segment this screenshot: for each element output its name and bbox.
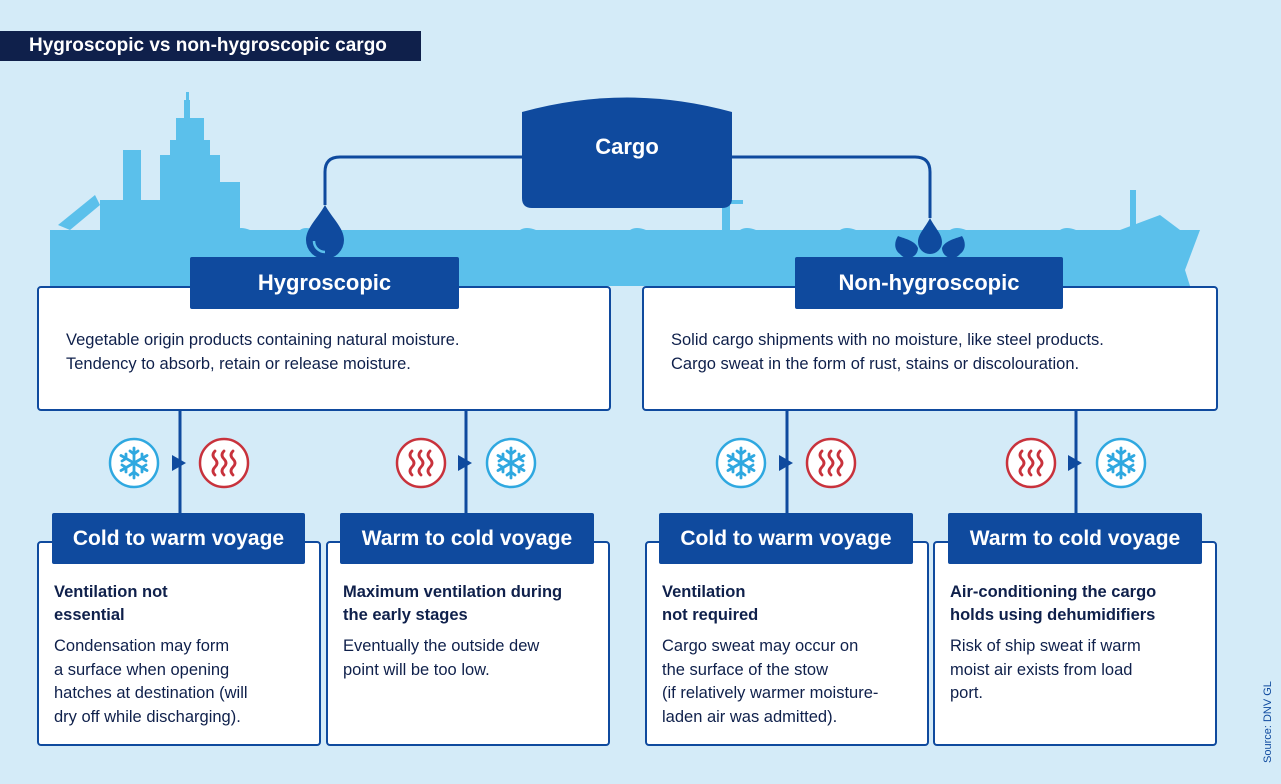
card-heading: Air-conditioning the cargo (950, 583, 1157, 601)
description-line: Cargo sweat in the form of rust, stains … (671, 355, 1080, 373)
card-text: laden air was admitted). (662, 707, 838, 726)
heat-icon (395, 437, 447, 489)
water-drop-icon (306, 205, 344, 259)
card-heading: not required (662, 606, 759, 624)
arrow-icon (172, 455, 186, 471)
card-heading: holds using dehumidifiers (950, 606, 1156, 624)
hygro-cold-to-warm-card: Ventilation not essential Condensation m… (37, 541, 321, 746)
card-heading: Ventilation not (54, 583, 168, 601)
nonhygro-cold-to-warm-card: Ventilation not required Cargo sweat may… (645, 541, 929, 746)
cargo-hold (522, 97, 732, 208)
splash-drops-icon (895, 218, 965, 259)
snowflake-icon (108, 437, 160, 489)
hygro-cold-to-warm-header: Cold to warm voyage (52, 513, 305, 564)
snowflake-icon (1095, 437, 1147, 489)
hygro-warm-to-cold-header: Warm to cold voyage (340, 513, 594, 564)
cargo-label: Cargo (595, 134, 659, 159)
card-text: Cargo sweat may occur on (662, 637, 859, 655)
heat-icon (805, 437, 857, 489)
card-text: a surface when opening (54, 660, 230, 679)
snowflake-icon (485, 437, 537, 489)
card-text: moist air exists from load (950, 660, 1133, 679)
card-heading: Ventilation (662, 583, 746, 601)
arrow-icon (1068, 455, 1082, 471)
page-title: Hygroscopic vs non-hygroscopic cargo (0, 31, 421, 61)
nonhygro-warm-to-cold-card: Air-conditioning the cargo holds using d… (933, 541, 1217, 746)
description-line: Tendency to absorb, retain or release mo… (66, 355, 411, 373)
description-line: Vegetable origin products containing nat… (66, 331, 460, 349)
heat-icon (1005, 437, 1057, 489)
source-credit: Source: DNV GL (1262, 681, 1274, 763)
card-heading: Maximum ventilation during (343, 583, 563, 601)
card-heading: essential (54, 606, 125, 624)
nonhygro-warm-to-cold-header: Warm to cold voyage (948, 513, 1202, 564)
card-text: Risk of ship sweat if warm (950, 637, 1141, 655)
nonhygro-cold-to-warm-header: Cold to warm voyage (659, 513, 913, 564)
arrow-icon (779, 455, 793, 471)
hygroscopic-header: Hygroscopic (190, 257, 459, 309)
connector-left (323, 155, 524, 205)
card-text: dry off while discharging). (54, 707, 241, 726)
snowflake-icon (715, 437, 767, 489)
non-hygroscopic-header: Non-hygroscopic (795, 257, 1063, 309)
arrow-icon (458, 455, 472, 471)
card-text: Eventually the outside dew (343, 637, 540, 655)
card-text: hatches at destination (will (54, 684, 248, 702)
hygroscopic-description: Vegetable origin products containing nat… (37, 286, 611, 411)
description-line: Solid cargo shipments with no moisture, … (671, 331, 1104, 349)
card-text: Condensation may form (54, 637, 230, 655)
card-text: point will be too low. (343, 660, 490, 679)
card-text: (if relatively warmer moisture- (662, 684, 879, 702)
hygro-warm-to-cold-card: Maximum ventilation during the early sta… (326, 541, 610, 746)
heat-icon (198, 437, 250, 489)
connector-right (730, 155, 932, 218)
card-heading: the early stages (343, 606, 468, 624)
card-text: port. (950, 684, 984, 702)
card-text: the surface of the stow (662, 660, 829, 679)
